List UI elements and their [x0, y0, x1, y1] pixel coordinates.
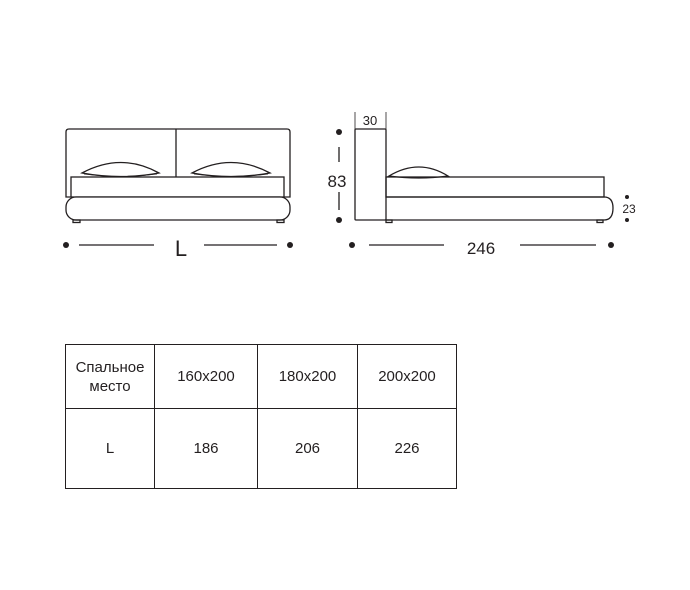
header-line1: Спальное [75, 358, 145, 376]
length-label: 246 [467, 239, 495, 258]
header-cell: 200x200 [357, 344, 457, 409]
front-pillow-right [190, 161, 272, 178]
header-cell: 180x200 [257, 344, 358, 409]
side-base [386, 196, 614, 221]
front-mattress [70, 176, 285, 198]
row-label: L [65, 408, 155, 489]
side-headboard [354, 128, 387, 221]
front-base [65, 196, 291, 221]
header-cell: 160x200 [154, 344, 258, 409]
table-row: L 186 206 226 [65, 408, 457, 489]
headboard-thickness-label: 30 [363, 113, 377, 128]
side-mattress [385, 176, 605, 198]
side-pillow [387, 166, 450, 179]
table-cell: 226 [357, 408, 457, 489]
front-headboard [65, 128, 291, 198]
table-cell: 206 [257, 408, 358, 489]
front-view [65, 128, 291, 224]
front-pillow-left [80, 161, 161, 178]
table-cell: 186 [154, 408, 258, 489]
width-label: L [175, 236, 187, 261]
header-line2: место [89, 377, 131, 395]
height-label: 83 [328, 172, 347, 191]
base-height-label: 23 [622, 202, 636, 216]
side-view [354, 112, 614, 224]
